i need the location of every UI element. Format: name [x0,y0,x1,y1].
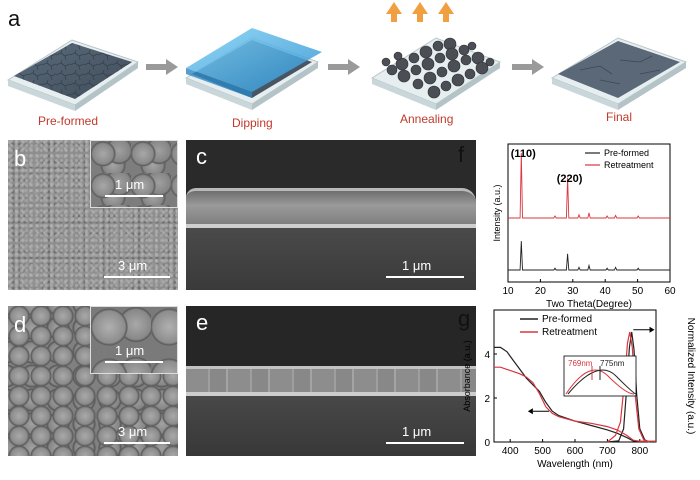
step-label-final: Final [606,110,633,124]
scale-label-e: 1 μm [402,424,432,439]
plot-frame [507,143,671,283]
step-label-annealing: Annealing [400,112,454,126]
panel-label-d: d [14,312,27,337]
cross-section-film-c [186,188,476,227]
cross-section-film-e [186,366,476,395]
cross-section-interface-e [186,392,476,396]
heat-arrows [386,2,454,22]
cross-section-substrate-c [186,228,476,290]
y-axis-label-left: Absorbance (a.u.) [462,340,472,412]
process-arrow-2 [328,59,360,75]
sem-inset-d: 1 μm [90,306,178,374]
scale-label-d-inset: 1 μm [115,343,145,358]
scale-bar-e [386,442,464,444]
legend-label-1: Retreatment [604,160,654,170]
x-tick-label: 600 [567,446,584,457]
process-arrow-1 [146,59,178,75]
step-final-film [550,37,688,110]
xrd-series-0 [508,241,670,271]
x-tick-label: 10 [502,286,514,297]
legend-label-1: Retreatment [542,327,597,338]
y-axis-label: Intensity (a.u.) [492,184,502,241]
peak-label: (220) [557,173,583,185]
scale-bar-b [104,276,170,278]
arrow-head-right [649,326,655,333]
process-arrow-3 [512,59,544,75]
arrow-head-left [527,408,533,415]
sem-image-d: 1 μm d 3 μm [8,306,178,456]
scale-label-b: 3 μm [118,258,148,273]
step-preformed-film [6,39,140,111]
step-label-preformed: Pre-formed [38,114,99,128]
x-tick-label: 60 [664,286,676,297]
panel-label-e: e [196,310,209,335]
panel-label-c: c [196,144,207,169]
step-annealing-film [370,37,502,110]
x-axis-label: Wavelength (nm) [537,459,613,470]
peak-label: (110) [511,148,536,160]
scale-label-d: 3 μm [118,424,148,439]
x-tick-label: 20 [535,286,547,297]
y-axis-label-right: Normalized Intensity (a.u.) [685,318,696,435]
panel-label-g: g [458,306,471,331]
y-tick-label: 2 [484,394,490,405]
absorbance-curve-0 [494,346,656,442]
xrd-series-1 [508,152,670,219]
y-tick-label: 4 [484,350,490,361]
inset-label-0: 769nm [568,359,593,368]
x-tick-label: 400 [502,446,519,457]
y-tick-label: 0 [484,438,490,449]
sem-image-b: 1 μm b 3 μm [8,140,178,290]
absorbance-curve-1 [494,366,656,442]
legend-label-0: Pre-formed [604,148,649,158]
scale-label-c: 1 μm [402,258,432,273]
legend-label-0: Pre-formed [542,314,592,325]
sem-image-c: c 1 μm [186,140,476,290]
pl-curve-1 [607,331,650,443]
schematic-diagram [6,2,688,111]
sem-inset-b: 1 μm [90,140,178,208]
inset-label-1: 775nm [600,359,625,368]
scale-bar-c [386,276,464,278]
x-tick-label: 700 [599,446,616,457]
cross-section-interface-c [186,224,476,228]
step-dipping-film [184,28,322,110]
panel-label-f: f [458,142,465,167]
scale-bar-d-inset [105,361,163,363]
x-tick-label: 800 [631,446,648,457]
sem-image-e: e 1 μm [186,306,476,456]
panel-label-a: a [8,6,21,31]
x-tick-label: 30 [567,286,579,297]
inset-curve-retreatment [565,369,635,395]
cross-section-substrate-e [186,396,476,456]
scale-bar-b-inset [105,195,163,197]
scale-label-b-inset: 1 μm [115,177,145,192]
scale-bar-d [104,442,170,444]
inset-curve-preformed [567,369,637,395]
x-tick-label: 500 [534,446,551,457]
x-tick-label: 40 [600,286,612,297]
x-axis-label: Two Theta(Degree) [546,299,632,310]
step-label-dipping: Dipping [232,116,273,130]
x-tick-label: 50 [632,286,644,297]
panel-label-b: b [14,146,27,171]
